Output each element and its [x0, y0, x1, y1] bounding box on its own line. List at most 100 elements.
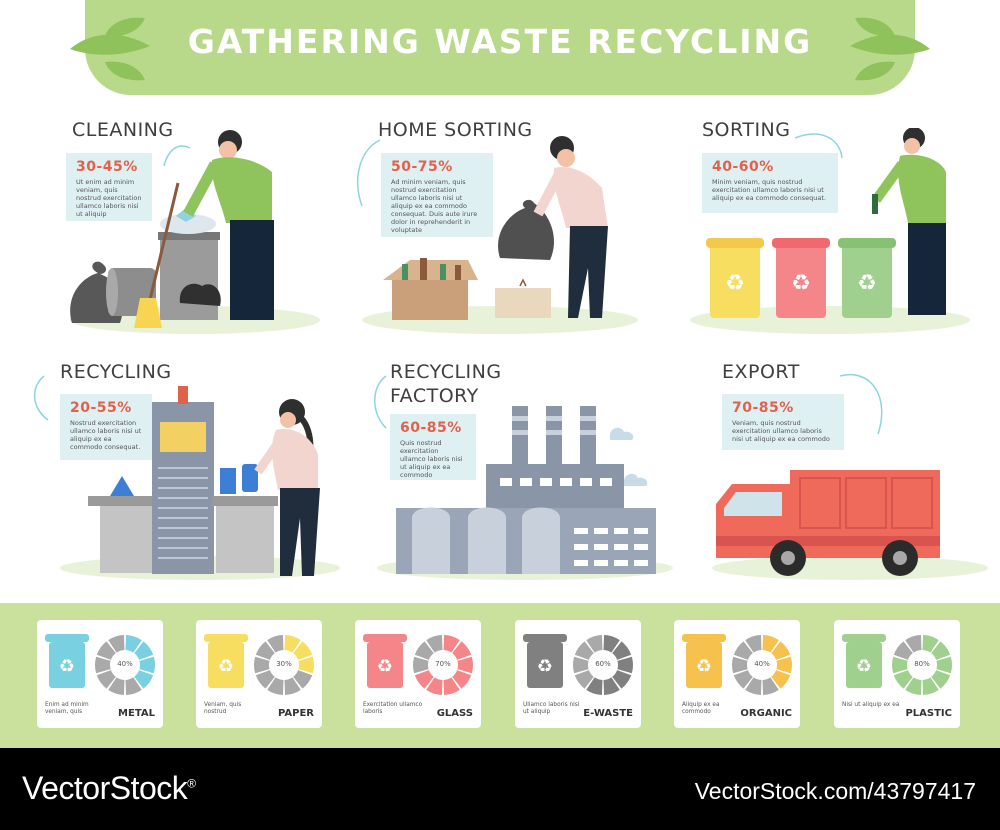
category-percent: 40%: [117, 660, 133, 668]
donut-segment: [457, 656, 473, 674]
donut-segment: [893, 641, 913, 660]
step-title-recycling: RECYCLING: [60, 361, 172, 383]
step-percent: 30-45%: [76, 159, 138, 175]
image-id: VectorStock.com/43797417: [694, 778, 976, 804]
bin-lid: [204, 634, 248, 642]
donut-segment: [108, 677, 125, 695]
donut-segment: [776, 656, 792, 674]
donut-segment: [931, 670, 951, 689]
donut-segment: [108, 635, 125, 653]
bin-lid: [363, 634, 407, 642]
donut-segment: [443, 677, 460, 695]
category-graphic: ♻: [45, 634, 155, 695]
donut-segment: [414, 670, 434, 689]
donut-segment: [443, 635, 460, 653]
donut-segment: [762, 677, 779, 695]
category-percent: 70%: [435, 660, 451, 668]
category-name: PLASTIC: [905, 708, 952, 719]
donut-segment: [603, 635, 620, 653]
truck-illustration: [712, 373, 988, 580]
step-box-home-sorting: 50-75% Ad minim veniam, quis nostrud exe…: [381, 153, 493, 237]
category-description: Veniam, quis nostrud: [204, 702, 242, 715]
donut-segment: [452, 670, 472, 689]
donut-segment: [134, 670, 154, 689]
recycle-icon: ♻: [377, 656, 393, 677]
step-box-recycling: 20-55% Nostrud exercitation ullamco labo…: [60, 394, 152, 460]
donut-segment: [762, 635, 779, 653]
donut-segment: [293, 641, 313, 660]
donut-segment: [922, 635, 939, 653]
sorting-illustration: ♻ ♻ ♻: [690, 128, 970, 334]
donut-segment: [134, 641, 154, 660]
category-card-organic: ♻ 40% Aliquip ex ea commodo ORGANIC: [674, 620, 800, 728]
category-description: Aliquip ex ea commodo: [682, 702, 720, 715]
donut-segment: [298, 656, 314, 674]
step-title-home-sorting: HOME SORTING: [378, 119, 533, 141]
donut-segment: [893, 670, 913, 689]
donut-segment: [905, 635, 922, 653]
donut-segment: [426, 677, 443, 695]
bin-lid: [682, 634, 726, 642]
category-percent: 30%: [276, 660, 292, 668]
donut-segment: [255, 641, 275, 660]
svg-text:♻: ♻: [857, 271, 877, 296]
donut-segment: [771, 670, 791, 689]
footer-bar: [0, 748, 1000, 830]
category-graphic: ♻: [204, 634, 314, 695]
svg-text:♻: ♻: [725, 271, 745, 296]
donut-segment: [586, 635, 603, 653]
leaf-right-icon: [850, 17, 930, 81]
donut-segment: [125, 635, 142, 653]
step-title-recycling-factory: RECYCLING FACTORY: [390, 361, 502, 407]
category-description: Exercitation ullamco laboris: [363, 702, 423, 715]
donut-segment: [267, 677, 284, 695]
donut-segment: [612, 670, 632, 689]
step-percent: 70-85%: [732, 400, 794, 416]
donut-segment: [414, 641, 434, 660]
donut-segment: [936, 656, 952, 674]
categories-strip: [0, 603, 1000, 748]
step-title-export: EXPORT: [722, 361, 800, 383]
category-description: Enim ad minim veniam, quis: [45, 702, 89, 715]
recycle-icon: ♻: [537, 656, 553, 677]
recycle-icon: ♻: [59, 656, 75, 677]
donut-segment: [574, 670, 594, 689]
donut-segment: [125, 677, 142, 695]
bin-body: [527, 642, 563, 688]
category-graphic: ♻: [363, 634, 473, 695]
donut-segment: [452, 641, 472, 660]
donut-segment: [905, 677, 922, 695]
donut-segment: [745, 635, 762, 653]
step-percent: 20-55%: [70, 400, 132, 416]
donut-segment: [573, 656, 589, 674]
factory-illustration: [374, 375, 673, 580]
page-title: GATHERING WASTE RECYCLING: [187, 22, 813, 61]
recycle-icon: ♻: [696, 656, 712, 677]
donut-segment: [603, 677, 620, 695]
donut-segment: [892, 656, 908, 674]
bin-body: [49, 642, 85, 688]
donut-segment: [254, 656, 270, 674]
category-percent: 40%: [754, 660, 770, 668]
donut-segment: [745, 677, 762, 695]
category-percent: 80%: [914, 660, 930, 668]
step-text: Veniam, quis nostrud exercitation ullamc…: [732, 419, 830, 443]
donut-segment: [426, 635, 443, 653]
step-title-sorting: SORTING: [702, 119, 791, 141]
donut-segment: [139, 656, 155, 674]
cleaning-illustration: [70, 130, 320, 334]
category-name: ORGANIC: [740, 708, 792, 719]
category-percent: 60%: [595, 660, 611, 668]
bin-body: [367, 642, 403, 688]
bin-lid: [45, 634, 89, 642]
donut-segment: [96, 641, 116, 660]
step-text: Ad minim veniam, quis nostrud exercitati…: [391, 178, 478, 234]
step-text: Nostrud exercitation ullamco laboris nis…: [70, 419, 142, 451]
category-graphic: ♻: [523, 634, 633, 695]
recycle-icon: ♻: [856, 656, 872, 677]
svg-text:♻: ♻: [791, 271, 811, 296]
header-banner: [85, 0, 915, 95]
donut-segment: [931, 641, 951, 660]
